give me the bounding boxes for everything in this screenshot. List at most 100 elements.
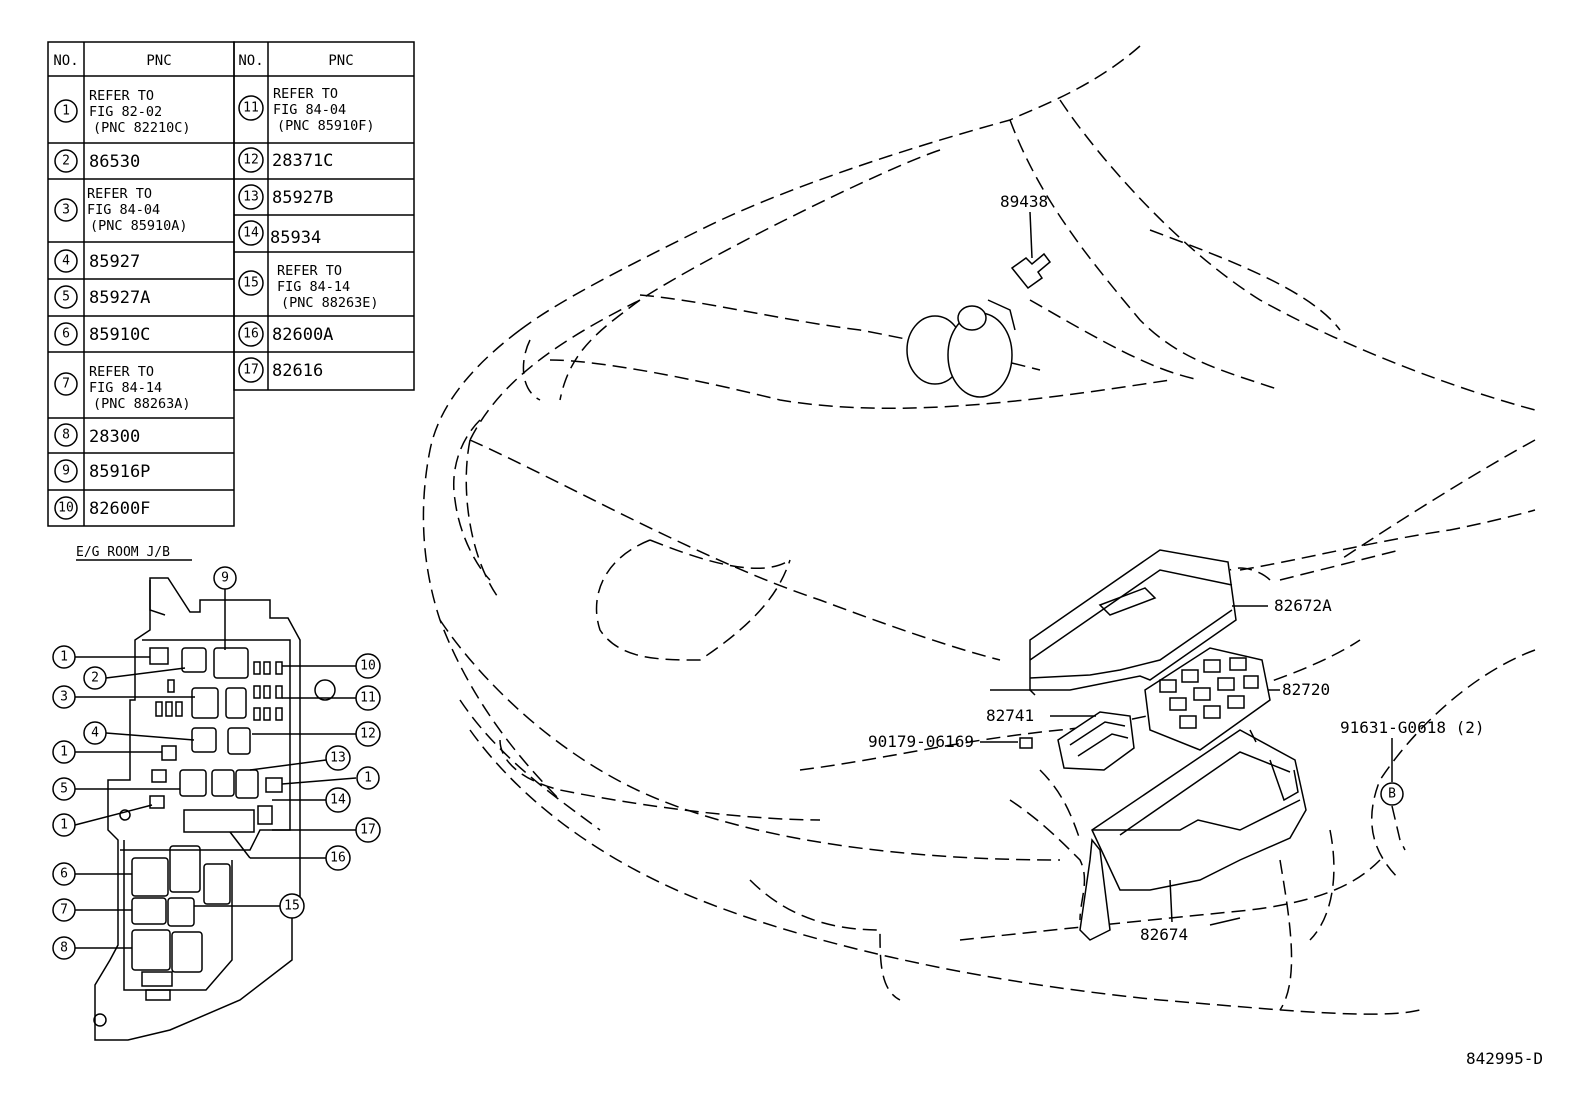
row-number: 4: [62, 254, 70, 269]
svg-text:6: 6: [60, 867, 68, 882]
row-number: 12: [243, 153, 259, 168]
row-number: 11: [243, 101, 259, 116]
row-pnc-line: FIG 84-14: [277, 279, 350, 295]
row-pnc-line: REFER TO: [273, 86, 338, 102]
row-number: 17: [243, 363, 259, 378]
row-pnc-line: (PNC 88263E): [281, 295, 379, 311]
callout-15: 15: [279, 893, 305, 919]
svg-text:11: 11: [360, 691, 376, 706]
table-row: 14 85934: [238, 220, 321, 248]
row-pnc: 82616: [272, 361, 323, 381]
callout-16: 16: [325, 845, 351, 871]
junction-block-diagram: E/G ROOM J/B: [52, 545, 381, 1041]
row-pnc: 28300: [89, 427, 140, 447]
svg-text:1: 1: [364, 771, 372, 786]
callout-12: 12: [355, 721, 381, 747]
row-number: 16: [243, 327, 259, 342]
table-row: 17 82616: [238, 357, 323, 383]
table-row: 2 86530: [54, 149, 140, 173]
row-pnc-line: REFER TO: [277, 263, 342, 279]
parts-table: NO. PNC NO. PNC 1 REFER TO FIG 82-02 (PN…: [47, 41, 415, 527]
row-number: 14: [243, 226, 259, 241]
callout-8: 8: [52, 936, 76, 960]
svg-text:7: 7: [60, 903, 68, 918]
reference-b: B: [1388, 787, 1396, 802]
row-number: 6: [62, 327, 70, 342]
row-pnc-line: REFER TO: [89, 88, 154, 104]
clip-91631-drawing: B: [1380, 738, 1406, 851]
table-row: 7 REFER TO FIG 84-14 (PNC 88263A): [54, 364, 191, 412]
table-row: 12 28371C: [238, 147, 333, 173]
table-row: 16 82600A: [238, 321, 333, 347]
callout-7: 7: [52, 898, 76, 922]
callout-17: 17: [355, 817, 381, 843]
callout-5: 5: [52, 777, 76, 801]
svg-text:14: 14: [330, 793, 346, 808]
junction-block-title: E/G ROOM J/B: [76, 545, 170, 560]
table-row: 1 REFER TO FIG 82-02 (PNC 82210C): [54, 88, 191, 136]
label-91631-g0618: 91631-G0618 (2): [1340, 718, 1485, 737]
table-row: 3 REFER TO FIG 84-04 (PNC 85910A): [54, 186, 188, 234]
sensor-89438-drawing: [1010, 211, 1052, 290]
row-pnc-line: FIG 84-14: [89, 380, 162, 396]
row-number: 15: [243, 276, 259, 291]
callout-1: 1: [356, 766, 380, 790]
label-89438: 89438: [1000, 192, 1048, 211]
case-82674-drawing: [1079, 729, 1307, 941]
block-82720-drawing: [1144, 647, 1280, 751]
row-pnc: 85927: [89, 252, 140, 272]
row-number: 5: [62, 290, 70, 305]
callout-1: 1: [52, 740, 76, 764]
table-row: 11 REFER TO FIG 84-04 (PNC 85910F): [238, 86, 375, 134]
svg-text:1: 1: [60, 650, 68, 665]
row-pnc: 28371C: [272, 151, 333, 171]
label-90179-06169: 90179-06169: [868, 732, 974, 751]
callout-9: 9: [213, 566, 237, 590]
row-pnc: 85910C: [89, 325, 150, 345]
row-pnc: 85927A: [89, 288, 150, 308]
svg-text:10: 10: [360, 659, 376, 674]
header-no-right: NO.: [238, 53, 263, 69]
label-82741: 82741: [986, 706, 1034, 725]
table-row: 5 85927A: [54, 285, 150, 309]
svg-text:17: 17: [360, 823, 376, 838]
svg-text:1: 1: [60, 745, 68, 760]
svg-text:2: 2: [91, 671, 99, 686]
row-number: 13: [243, 190, 259, 205]
header-pnc-right: PNC: [328, 53, 353, 69]
table-row: 10 82600F: [54, 496, 150, 520]
svg-text:8: 8: [60, 941, 68, 956]
svg-text:5: 5: [60, 782, 68, 797]
callout-1: 1: [52, 813, 76, 837]
table-row: 15 REFER TO FIG 84-14 (PNC 88263E): [238, 263, 379, 311]
label-82672A: 82672A: [1274, 596, 1332, 615]
nut-90179-drawing: [980, 737, 1033, 749]
master-cylinder-drawing: [906, 299, 1016, 398]
label-82674: 82674: [1140, 925, 1188, 944]
vehicle-outline: [422, 45, 1536, 1015]
cover-82672A-drawing: [1029, 549, 1268, 691]
row-pnc-line: REFER TO: [89, 364, 154, 380]
row-pnc: 85934: [270, 228, 321, 248]
svg-text:3: 3: [60, 690, 68, 705]
row-pnc: 82600A: [272, 325, 333, 345]
table-row: 6 85910C: [54, 322, 150, 346]
row-pnc-line: FIG 84-04: [87, 202, 160, 218]
header-no-left: NO.: [53, 53, 78, 69]
row-number: 2: [62, 154, 70, 169]
table-row: 9 85916P: [54, 459, 150, 483]
callout-2: 2: [83, 666, 107, 690]
row-pnc-line: (PNC 85910F): [277, 118, 375, 134]
callout-6: 6: [52, 862, 76, 886]
svg-text:4: 4: [91, 726, 99, 741]
label-82720: 82720: [1282, 680, 1330, 699]
callout-13: 13: [325, 745, 351, 771]
svg-text:16: 16: [330, 851, 346, 866]
row-pnc-line: (PNC 88263A): [93, 396, 191, 412]
row-number: 3: [62, 203, 70, 218]
row-number: 8: [62, 428, 70, 443]
row-number: 10: [58, 501, 74, 516]
row-number: 9: [62, 464, 70, 479]
row-pnc-line: FIG 82-02: [89, 104, 162, 120]
leader-82741: [990, 689, 1036, 696]
